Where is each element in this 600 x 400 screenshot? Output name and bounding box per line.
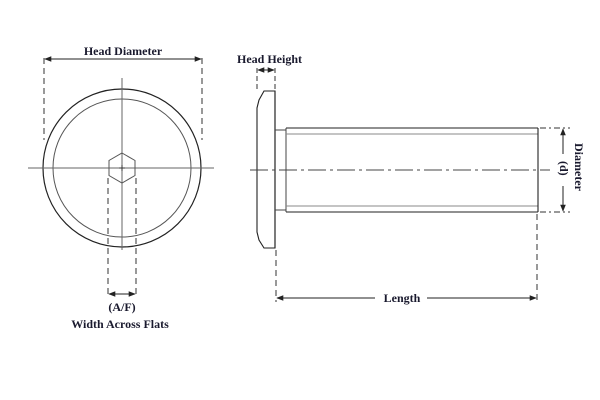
head-diameter-label: Head Diameter (83, 44, 163, 58)
hex-socket-icon (108, 152, 136, 184)
head-height-label: Head Height (237, 52, 302, 66)
side-view (250, 67, 570, 302)
diameter-label: Diameter (572, 143, 586, 191)
width-across-flats-label: Width Across Flats (71, 317, 169, 331)
length-label: Length (383, 291, 421, 305)
front-view (28, 56, 214, 297)
screw-head-profile (256, 90, 276, 249)
af-abbrev-label: (A/F) (108, 300, 136, 314)
d-abbrev-label: (d) (557, 161, 571, 176)
